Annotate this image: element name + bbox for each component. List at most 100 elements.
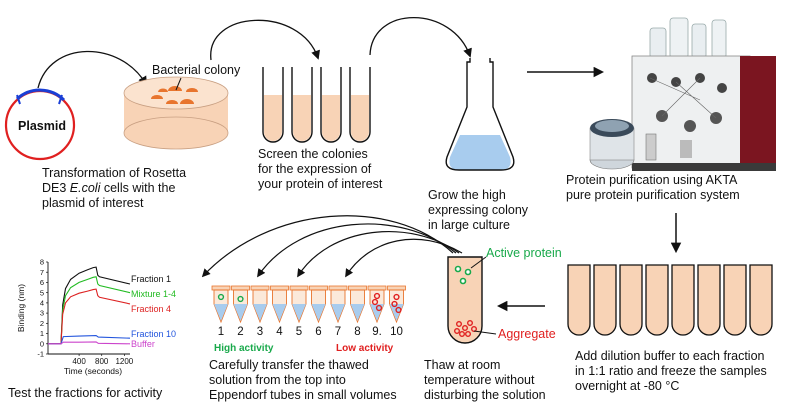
- series-label: Fraction 1: [131, 274, 171, 284]
- purification-line-2: pure protein purification system: [566, 188, 740, 202]
- y-tick-label: 1: [40, 329, 44, 338]
- bacterial-colony-label: Bacterial colony: [152, 63, 241, 77]
- arrow-dish-to-tubes: [210, 19, 320, 61]
- transfer-line-1: Carefully transfer the thawed: [209, 358, 369, 372]
- transfer-caption: Carefully transfer the thawed solution f…: [209, 358, 397, 403]
- transformation-line-2-em: E.coli: [69, 181, 101, 195]
- tube-number: 7: [335, 326, 341, 338]
- y-tick-label: 7: [40, 268, 44, 277]
- series-label: Fraction 4: [131, 304, 171, 314]
- transformation-line-1: Transformation of Rosetta: [42, 166, 187, 180]
- x-tick-label: 400: [72, 357, 86, 366]
- eppendorf-tube: [289, 285, 309, 324]
- transformation-line-2: DE3 E.coli cells with the: [42, 181, 186, 196]
- dilution-tube: [593, 264, 617, 336]
- tube-number: 9.: [372, 326, 382, 338]
- protein-marker: [391, 300, 398, 308]
- eppendorf-tube: [328, 285, 348, 324]
- colony-pointer-line: [175, 77, 182, 91]
- dilution-line-2: in 1:1 ratio and freeze the samples: [575, 364, 767, 378]
- y-tick-label: 3: [40, 309, 44, 318]
- plasmid-label: Plasmid: [18, 119, 66, 133]
- dilution-tube: [671, 264, 695, 336]
- purification-caption: Protein purification using AKTA pure pro…: [566, 173, 740, 203]
- grow-caption: Grow the high expressing colony in large…: [428, 188, 528, 233]
- transformation-line-2-post: cells with the: [100, 181, 176, 195]
- eppendorf-tube: [348, 285, 367, 324]
- transfer-line-2: solution from the top into: [209, 373, 346, 387]
- y-tick-label: 4: [40, 298, 44, 307]
- x-tick-label: 1200: [115, 357, 133, 366]
- grow-line-2: expressing colony: [428, 203, 529, 217]
- eppendorf-tube: [250, 285, 270, 324]
- tube-number: 6: [315, 326, 321, 338]
- transfer-arrows: [201, 215, 463, 278]
- screening-tubes-icon: [262, 67, 371, 143]
- dilution-caption: Add dilution buffer to each fraction in …: [575, 349, 767, 394]
- grow-line-1: Grow the high: [428, 188, 506, 202]
- protein-marker: [375, 304, 383, 312]
- aggregate-label: Aggregate: [498, 327, 556, 341]
- screen-line-3: your protein of interest: [258, 177, 383, 191]
- series-line: [48, 288, 131, 345]
- dilution-tube: [749, 264, 773, 336]
- transformation-caption: Transformation of Rosetta DE3 E.coli cel…: [42, 166, 186, 211]
- y-tick-label: -1: [37, 350, 44, 359]
- tube-number: 1: [218, 326, 224, 338]
- purification-line-1: Protein purification using AKTA: [566, 173, 738, 187]
- dilution-tube: [567, 264, 591, 336]
- tube-number: 10: [390, 326, 403, 338]
- thaw-line-2: temperature without: [424, 373, 535, 387]
- dilution-tube: [645, 264, 669, 336]
- protein-marker: [217, 293, 225, 301]
- active-protein-label: Active protein: [486, 246, 562, 260]
- grow-line-3: in large culture: [428, 218, 510, 232]
- y-axis-label: Binding (nm): [16, 284, 26, 332]
- protein-marker: [371, 298, 379, 306]
- tube-number: 5: [296, 326, 302, 338]
- low-activity-label: Low activity: [336, 343, 394, 354]
- series-label: Fraction 10: [131, 329, 176, 339]
- eppendorf-tube: [211, 285, 231, 324]
- eppendorf-tubes-icon: [211, 285, 406, 324]
- x-tick-label: 800: [95, 357, 109, 366]
- series-label: Mixture 1-4: [131, 289, 176, 299]
- series-label: Buffer: [131, 339, 155, 349]
- dilution-tube: [619, 264, 643, 336]
- thaw-tube-icon: [447, 256, 483, 344]
- series-line: [48, 276, 131, 345]
- y-tick-label: 5: [40, 288, 44, 297]
- culture-flask-icon: [445, 58, 515, 171]
- dilution-line-3: overnight at -80 °C: [575, 379, 680, 393]
- protein-marker: [395, 306, 402, 314]
- active-protein-pointer: [470, 256, 487, 269]
- dilution-tube: [723, 264, 747, 336]
- screen-line-1: Screen the colonies: [258, 147, 368, 161]
- tube-number: 3: [257, 326, 263, 338]
- tube-number: 2: [237, 326, 243, 338]
- y-tick-label: 6: [40, 278, 44, 287]
- eppendorf-tube: [270, 285, 289, 324]
- protein-marker: [373, 292, 381, 300]
- y-tick-label: 0: [40, 339, 44, 348]
- arrow-tubes-to-flask: [369, 16, 472, 58]
- protein-marker: [237, 295, 244, 303]
- transformation-line-2-pre: DE3: [42, 181, 70, 195]
- plasmid-icon: Plasmid: [4, 88, 76, 161]
- high-activity-label: High activity: [214, 343, 274, 354]
- test-caption: Test the fractions for activity: [8, 386, 162, 401]
- dilution-line-1: Add dilution buffer to each fraction: [575, 349, 765, 363]
- test-line-1: Test the fractions for activity: [8, 386, 163, 400]
- transformation-line-3: plasmid of interest: [42, 196, 144, 210]
- series-line: [48, 341, 131, 345]
- tube-number: 4: [276, 326, 283, 338]
- screen-line-2: for the expression of: [258, 162, 372, 176]
- petri-dish-icon: [123, 76, 229, 150]
- aggregate-pointer: [473, 330, 497, 335]
- x-axis-label: Time (seconds): [64, 366, 122, 376]
- screen-caption: Screen the colonies for the expression o…: [258, 147, 382, 192]
